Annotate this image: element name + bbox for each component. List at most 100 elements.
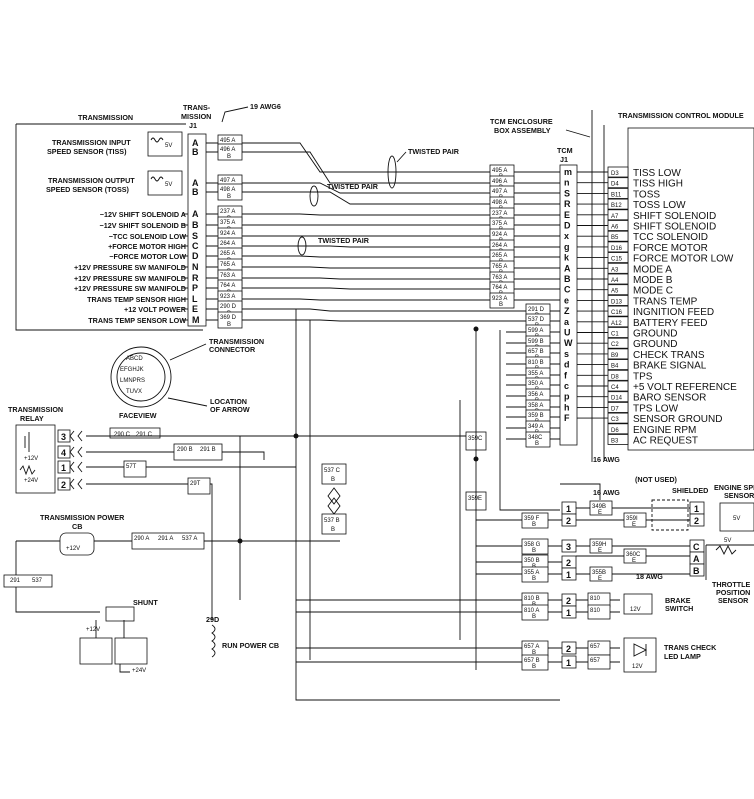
tcm-fn-label-0: TISS LOW [633,168,681,179]
tcm-j1-pin-6: x [564,231,569,241]
tcm-wire-label-25: 348C [528,435,543,441]
bus-wire-3 [206,191,560,205]
twisted-pair-3-icon [297,236,307,256]
tcm-j1-pin-4: E [564,210,570,220]
lower-conn-pin-4: 1 [566,570,571,580]
tcm-fn-pin-8: C15 [611,257,623,263]
lower-conn-pin-3: 2 [566,558,571,568]
lower-wire-label-1: 358 G [524,542,541,548]
right-wire-label-0: 349B [592,504,606,510]
tiss-label-1: TRANSMISSION INPUT [52,138,131,147]
trans-wire-label-7: 264 A [220,241,235,247]
lower-conn-pin-8: 1 [566,658,571,668]
toss-sensor [147,170,183,196]
trans-wire-label-4: 237 A [220,209,235,215]
right-wire-label-2: 359H [592,542,606,548]
tcm-fn-label-2: TOSS [633,189,660,200]
tcm-fn-pin-box-1 [607,177,629,189]
tcm-fn-label-22: TPS LOW [633,403,679,414]
tcm-fn-label-20: +5 VOLT REFERENCE [633,382,737,393]
tcm-wire-label-18: 810 B [528,360,544,366]
twisted-pair-2-icon [309,185,319,207]
tcm-fn-pin-2: B11 [611,192,622,198]
trans-pin-label-10: +12V PRESSURE SW MANIFOLD [74,274,186,283]
face-row-1: ABCD [126,356,143,362]
tcm-fn-pin-20: C4 [611,385,619,391]
tcm-wire-label-23: 359 B [528,413,544,419]
trans-pin-11: P [192,283,198,293]
tcm-j1-pin-19: f [564,370,568,380]
engine-speed-sensor [719,502,754,532]
relay-contact-icon [24,432,30,452]
trans-mission-j1-3: J1 [189,121,197,130]
tcm-j1-pin-10: B [564,274,571,284]
tcm-fn-pin-box-14 [607,316,629,328]
tcm-wire-label-15: 599 A [528,328,543,334]
tcm-wire-label-0: 495 A [492,168,507,174]
tcm-wire-label-11: 764 A [492,285,507,291]
power-cb-body [59,532,95,556]
tcm-fn-pin-box-11 [607,284,629,296]
tcm-wire-label-12: 923 A [492,296,507,302]
transmission-title: TRANSMISSION [78,113,133,122]
tcm-fn-pin-box-23 [607,412,629,424]
tcm-j1-pin-5: D [564,221,571,231]
svg-text:B: B [532,664,536,670]
tcm-fn-pin-3: B12 [611,203,622,209]
relay-coil-icon [19,464,36,476]
svg-text:B: B [532,650,536,656]
trans-pin-label-14: TRANS TEMP SENSOR LOW [88,316,186,325]
tcm-wire-label-6: 924 A [492,232,507,238]
tcm-fn-pin-box-22 [607,401,629,413]
lower-wire-label-4: 810 B [524,596,540,602]
svg-text:B: B [532,522,536,528]
tcm-j1-pin-3: R [564,199,571,209]
bus-wire-2 [206,182,560,194]
wire-537a: 537 A [182,536,197,542]
trans-j1-connector [187,133,207,327]
tcm-wire-label-9: 765 A [492,264,507,270]
tcm-fn-pin-21: D14 [611,396,623,402]
right-wire-label-5: 810 [590,596,601,602]
location-arrow-2: OF ARROW [210,405,250,414]
tcm-fn-pin-box-5 [607,220,629,231]
lower-conn-pin-0: 1 [566,504,571,514]
lower-conn-pin-2: 3 [566,542,571,552]
tcm-fn-pin-19: D8 [611,374,619,380]
tiss-5v: 5V [165,143,172,149]
face-row-3: LMNPRS [120,378,145,384]
tcm-fn-pin-23: C3 [611,417,619,423]
tps-label-2: POSITION [716,588,750,597]
tcm-fn-pin-box-8 [607,252,629,264]
trans-wire-label-1: 496 A [220,147,235,153]
tcm-fn-pin-5: A6 [611,225,619,231]
es-pin-1: 2 [694,516,699,526]
toss-label-1: TRANSMISSION OUTPUT [48,176,135,185]
tcm-j1-pin-18: d [564,360,570,370]
trans-pin-0: A [192,138,199,148]
tcm-fn-label-14: BATTERY FEED [633,318,707,329]
tcm-fn-pin-22: D7 [611,406,619,412]
lower-wire-label-0: 359 F [524,516,540,522]
battery-24v-label: +24V [132,668,146,674]
tcm-fn-label-17: CHECK TRANS [633,350,705,361]
trans-wire-label-6: 924 A [220,231,235,237]
bus-wire-0 [206,142,560,173]
twisted-pair-1-label: TWISTED PAIR [408,147,460,156]
tcm-j1-pin-22: h [564,402,570,412]
bus-wire-4 [206,213,560,216]
tcm-fn-label-16: GROUND [633,339,677,350]
tcm-j1-1: TCM [557,146,573,155]
tcm-j1-pin-9: A [564,263,571,273]
tcm-j1-pin-16: W [564,338,573,348]
tcm-fn-pin-box-18 [607,359,629,371]
face-row-2: EFGHJK [120,367,144,373]
wire-291b: 291 B [200,447,216,453]
bus-wire-1 [206,151,560,184]
tcm-fn-label-9: MODE A [633,264,672,275]
tiss-label-2: SPEED SENSOR (TISS) [47,147,127,156]
tcm-fn-pin-17: B9 [611,353,619,359]
tcm-fn-label-25: AC REQUEST [633,436,698,447]
lower-wire-label-3: 355 A [524,570,539,576]
tcm-fn-pin-box-0 [607,166,629,178]
